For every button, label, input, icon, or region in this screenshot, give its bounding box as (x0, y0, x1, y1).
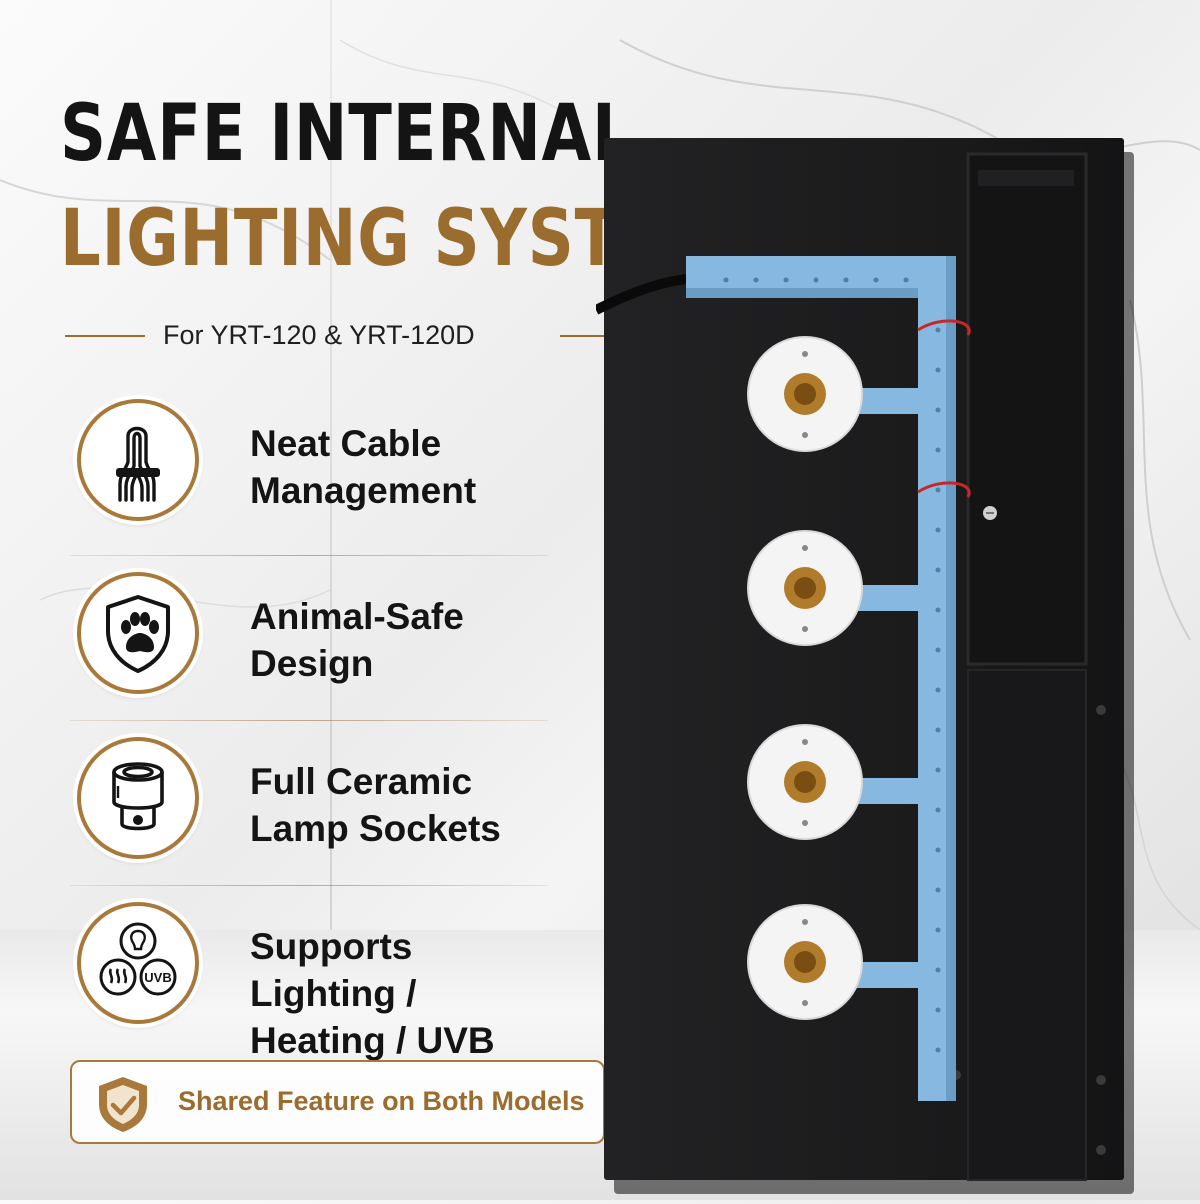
side-channel (967, 669, 1087, 1181)
headline-line-1: SAFE INTERNAL (60, 89, 634, 179)
shield-check-icon (99, 1077, 147, 1132)
socket-row (747, 336, 920, 452)
feature-icon-badge (77, 572, 199, 694)
red-wire (917, 481, 971, 498)
feature-ceramic-sockets: Full Ceramic Lamp Sockets (70, 730, 550, 875)
feature-divider (70, 720, 548, 721)
feature-label: Neat Cable Management (250, 423, 477, 511)
ceramic-socket-icon (112, 762, 164, 831)
model-subtitle: For YRT-120 & YRT-120D (163, 320, 475, 350)
driver-box (966, 152, 1088, 666)
feature-icon-badge (77, 399, 199, 521)
subtitle-rule-left (65, 335, 145, 337)
shared-feature-badge: Shared Feature on Both Models (70, 1060, 605, 1144)
bulb-heat-uvb-icon: UVB (99, 922, 177, 996)
cable-management-icon (116, 426, 160, 502)
red-wire (917, 319, 971, 336)
lighting-panel-svg (593, 138, 1134, 1194)
wall-corner-edge (330, 0, 332, 930)
socket-row (747, 724, 920, 840)
driver-box-lip (978, 170, 1074, 186)
feature-divider (70, 555, 548, 556)
feature-cable-management: Neat Cable Management (70, 392, 550, 537)
shared-feature-text: Shared Feature on Both Models (178, 1086, 585, 1116)
subtitle-rule-right (560, 335, 610, 337)
uvb-icon-text: UVB (144, 970, 171, 985)
feature-icon-badge (77, 737, 199, 859)
feature-icon-badge: UVB (77, 902, 199, 1024)
bracket-holes (723, 277, 941, 1053)
paw-shield-icon (106, 595, 170, 673)
socket-row (747, 904, 920, 1020)
feature-label: Full Ceramic Lamp Sockets (250, 761, 501, 849)
socket-row (747, 530, 920, 646)
feature-label: Supports Lighting / Heating / UVB (250, 926, 495, 1061)
product-panel-illustration (593, 130, 1196, 1200)
feature-label: Animal-Safe Design (250, 596, 464, 684)
feature-lighting-heating-uvb: UVB Supports Lighting / Heating / UVB (70, 895, 550, 1061)
feature-divider (70, 885, 548, 886)
feature-animal-safe: Animal-Safe Design (70, 565, 550, 710)
subtitle-row: For YRT-120 & YRT-120D (65, 318, 610, 352)
